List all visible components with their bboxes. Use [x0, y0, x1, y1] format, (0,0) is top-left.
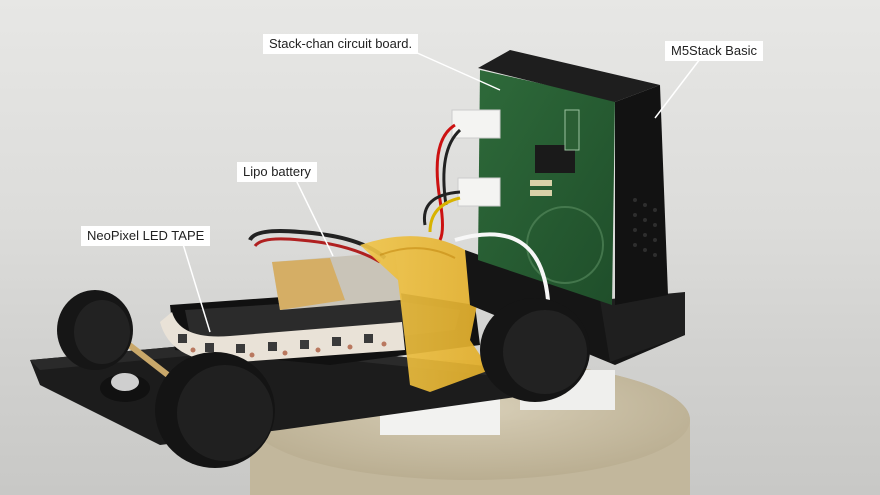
callout-lipo-battery: Lipo battery	[237, 162, 317, 182]
m5stack-basic	[478, 50, 668, 305]
stackchan-pcb	[478, 70, 615, 305]
wheel-right	[480, 298, 590, 402]
callout-m5stack-basic: M5Stack Basic	[665, 41, 763, 61]
kapton-tape	[360, 236, 490, 392]
wheels	[57, 290, 590, 468]
leader-lines	[182, 51, 701, 333]
connectors-wires	[422, 109, 550, 301]
wheel-back-left	[57, 290, 133, 370]
callout-stackchan-board: Stack-chan circuit board.	[263, 34, 419, 54]
m5stack-holder	[465, 250, 685, 365]
callout-neopixel-tape: NeoPixel LED TAPE	[81, 226, 211, 246]
caster	[100, 373, 150, 402]
wheel-front-left	[155, 352, 275, 468]
